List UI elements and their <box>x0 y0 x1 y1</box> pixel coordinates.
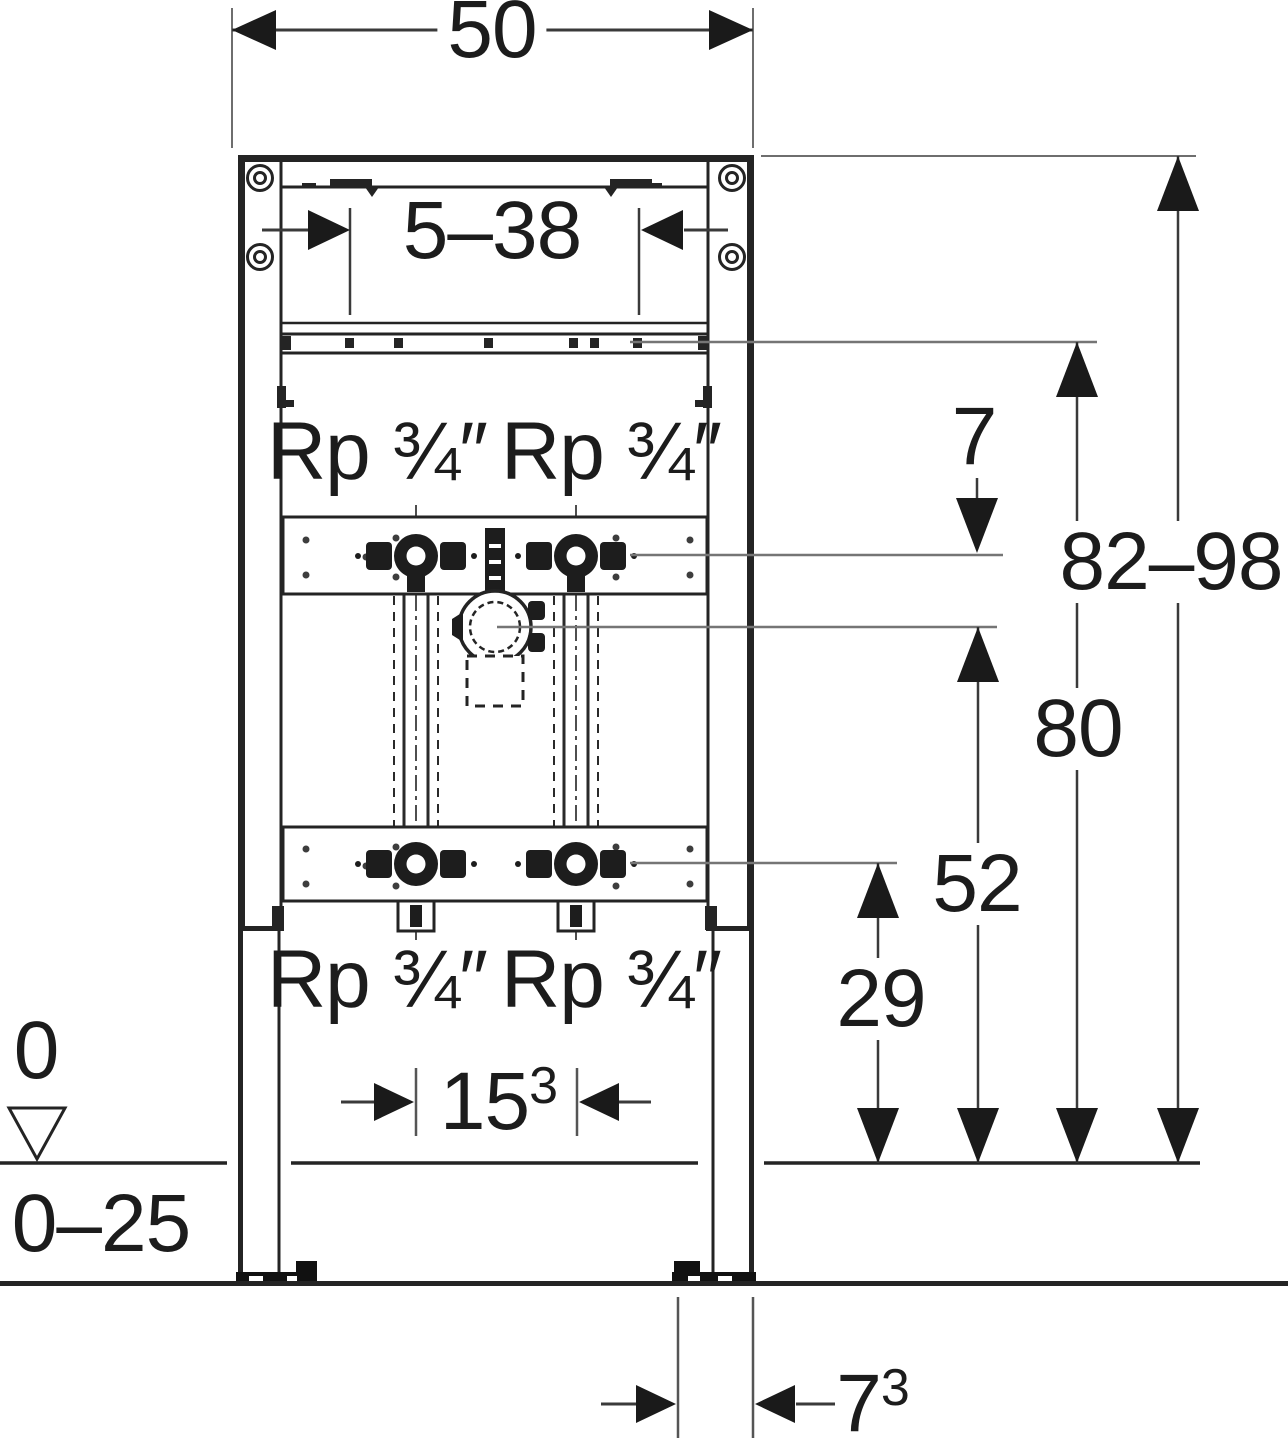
arrow-right-icon <box>374 1083 414 1121</box>
arrow-down-icon <box>857 1108 899 1163</box>
dim-frame-width-label: 50 <box>437 0 547 71</box>
dimension-tap-hole-spacing <box>341 1068 651 1136</box>
arrow-left-icon <box>755 1385 795 1423</box>
water-fittings-upper <box>355 534 1003 592</box>
dimension-mounting-range <box>262 208 728 315</box>
dim-drain-outlet-height-label: 52 <box>922 843 1032 925</box>
bolt-icon <box>718 243 746 271</box>
dim-rail-height-label: 80 <box>1023 688 1133 770</box>
dim-tap-hole-spacing-label: 153 <box>440 1060 558 1143</box>
arrow-right-icon <box>308 210 350 250</box>
dim-floor-level-label: 0 <box>13 1005 60 1096</box>
arrow-up-icon <box>1056 342 1098 397</box>
dim-value: 15 <box>439 1056 530 1147</box>
dim-water-connection-height-label: 29 <box>826 958 936 1040</box>
dim-frame-height-range-label: 82–98 <box>1049 521 1288 603</box>
dimension-offset-rail-to-taps <box>956 478 998 553</box>
arrow-left-icon <box>232 10 276 50</box>
arrow-up-icon <box>1157 156 1199 211</box>
connection-label: Rp ¾″ <box>266 934 488 1025</box>
dim-foot-depth-label: 73 <box>836 1362 910 1440</box>
frame-feet <box>236 1261 756 1284</box>
mounting-rail <box>281 321 1097 355</box>
frame-legs <box>238 930 754 1272</box>
dim-value: 7 <box>836 1358 882 1440</box>
fitting-icon <box>515 534 637 592</box>
dim-floor-buildup-label: 0–25 <box>11 1178 191 1269</box>
arrow-up-icon <box>857 863 899 918</box>
connection-label: Rp ¾″ <box>501 406 722 497</box>
connection-label: Rp ¾″ <box>501 934 722 1025</box>
connection-labels-lower: Rp ¾″Rp ¾″ <box>266 934 722 1025</box>
bolt-icon <box>246 164 274 192</box>
bolt-icon <box>246 243 274 271</box>
dim-tolerance-sup: 3 <box>880 1359 910 1417</box>
foot-icon <box>236 1261 317 1284</box>
arrow-down-icon <box>956 498 998 553</box>
arrow-down-icon <box>957 1108 999 1163</box>
drain-outlet-box <box>465 654 525 708</box>
dim-tolerance-sup: 3 <box>529 1057 559 1115</box>
datum-level-icon <box>6 1106 68 1163</box>
water-fittings-lower <box>355 842 897 933</box>
arrow-right-icon <box>636 1385 676 1423</box>
arrow-left-icon <box>579 1083 619 1121</box>
bolt-icon <box>718 164 746 192</box>
corner-bolts <box>246 164 746 271</box>
dimension-frame-height-range <box>761 155 1199 1163</box>
dimension-foot-depth <box>601 1297 835 1438</box>
dim-offset-rail-to-taps-label: 7 <box>951 391 998 482</box>
arrow-up-icon <box>957 627 999 682</box>
dim-mounting-range-label: 5–38 <box>402 185 582 276</box>
arrow-right-icon <box>709 10 753 50</box>
drain-clamp <box>452 589 997 665</box>
fitting-icon <box>355 842 477 886</box>
fitting-icon <box>355 534 477 592</box>
fitting-icon <box>515 842 637 886</box>
arrow-down-icon <box>1157 1108 1199 1163</box>
arrow-left-icon <box>641 210 683 250</box>
connection-labels-upper: Rp ¾″Rp ¾″ <box>266 406 722 497</box>
arrow-down-icon <box>1056 1108 1098 1163</box>
frame-outline <box>238 155 754 931</box>
connection-label: Rp ¾″ <box>266 406 488 497</box>
floor-lines <box>0 1161 1288 1286</box>
